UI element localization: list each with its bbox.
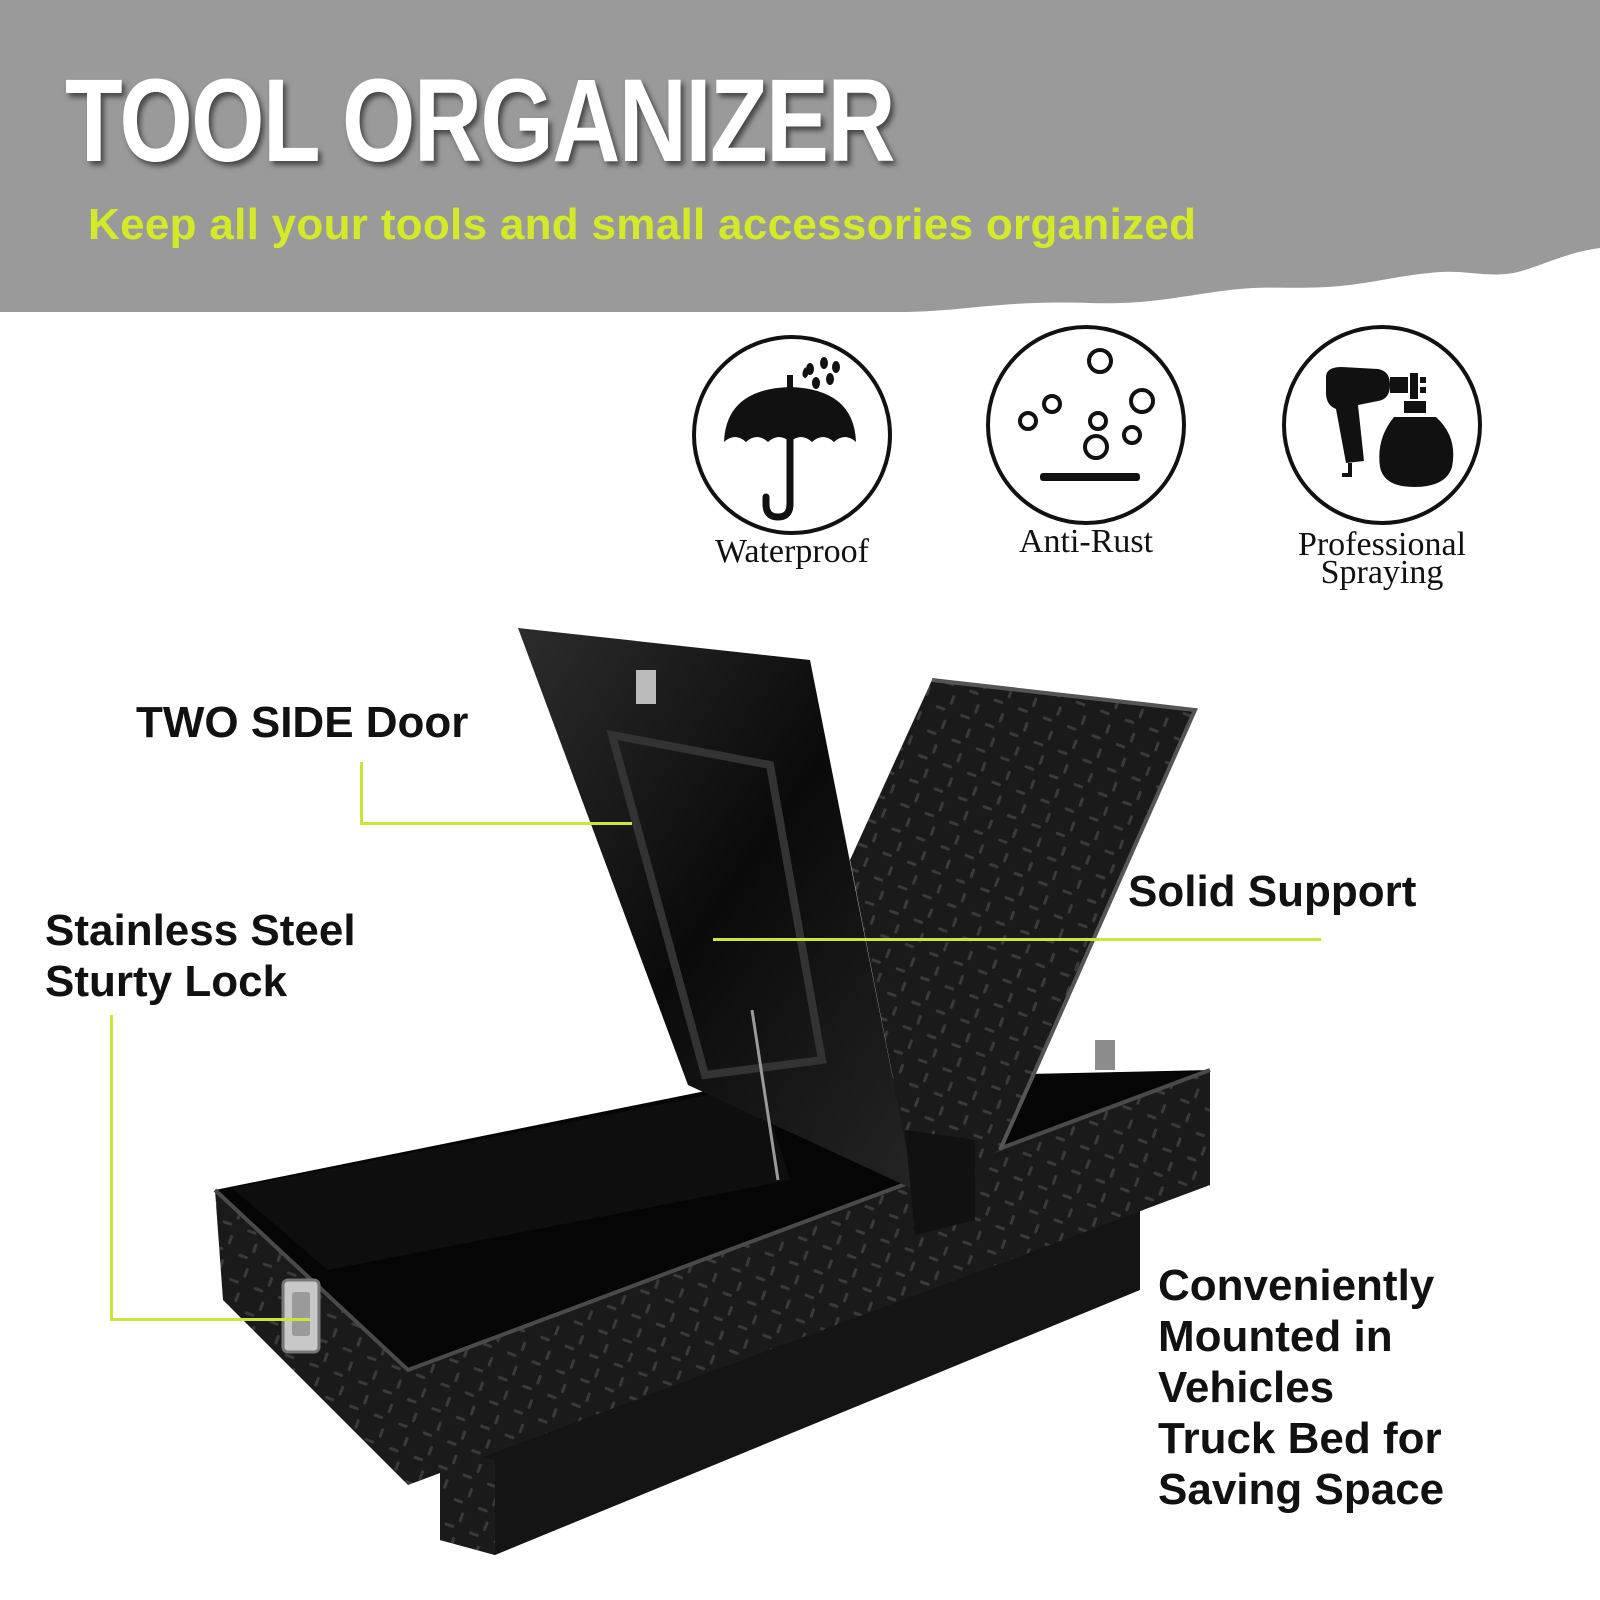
callout-lock-line2: Sturty Lock xyxy=(45,957,288,1007)
callout-solid-support: Solid Support xyxy=(1128,867,1417,916)
header-banner xyxy=(0,0,1600,312)
callout-line-support xyxy=(713,938,1321,941)
feature-label-spraying-line1: Professional xyxy=(1297,526,1467,563)
callout-lock: Stainless Steel Sturty Lock xyxy=(45,905,356,1008)
callout-mounted-line1: Conveniently xyxy=(1158,1261,1435,1310)
callout-line-door-vertical xyxy=(360,762,363,825)
callout-mounted-line4: Truck Bed for xyxy=(1158,1414,1442,1464)
anti-rust-badge xyxy=(986,325,1186,525)
callout-mounted-line5: Saving Space xyxy=(1158,1465,1445,1515)
umbrella-icon xyxy=(724,357,856,521)
feature-label-spraying: Professional Spraying xyxy=(1282,528,1482,590)
callout-line-lock-vertical xyxy=(110,1015,113,1321)
callout-line-door-horizontal xyxy=(360,822,632,825)
page-subtitle: Keep all your tools and small accessorie… xyxy=(88,200,1197,249)
callout-lock-line1: Stainless Steel xyxy=(45,906,356,955)
bubbles-icon xyxy=(1018,348,1155,481)
page-title: TOOL ORGANIZER xyxy=(65,55,896,187)
spraying-badge xyxy=(1282,325,1482,525)
feature-label-anti-rust: Anti-Rust xyxy=(1018,523,1154,560)
callout-mounted-line2: Mounted in xyxy=(1158,1312,1393,1362)
callout-line-lock-horizontal xyxy=(110,1318,310,1321)
toolbox-image xyxy=(213,628,1211,1555)
waterproof-badge xyxy=(692,335,892,535)
callout-two-side-door: TWO SIDE Door xyxy=(136,698,469,747)
feature-label-waterproof: Waterproof xyxy=(715,533,869,570)
callout-mounted-line3: Vehicles xyxy=(1158,1363,1335,1413)
spray-gun-icon xyxy=(1326,367,1454,487)
feature-label-spraying-line2: Spraying xyxy=(1320,554,1444,591)
callout-mounted: Conveniently Mounted in Vehicles Truck B… xyxy=(1158,1260,1444,1515)
